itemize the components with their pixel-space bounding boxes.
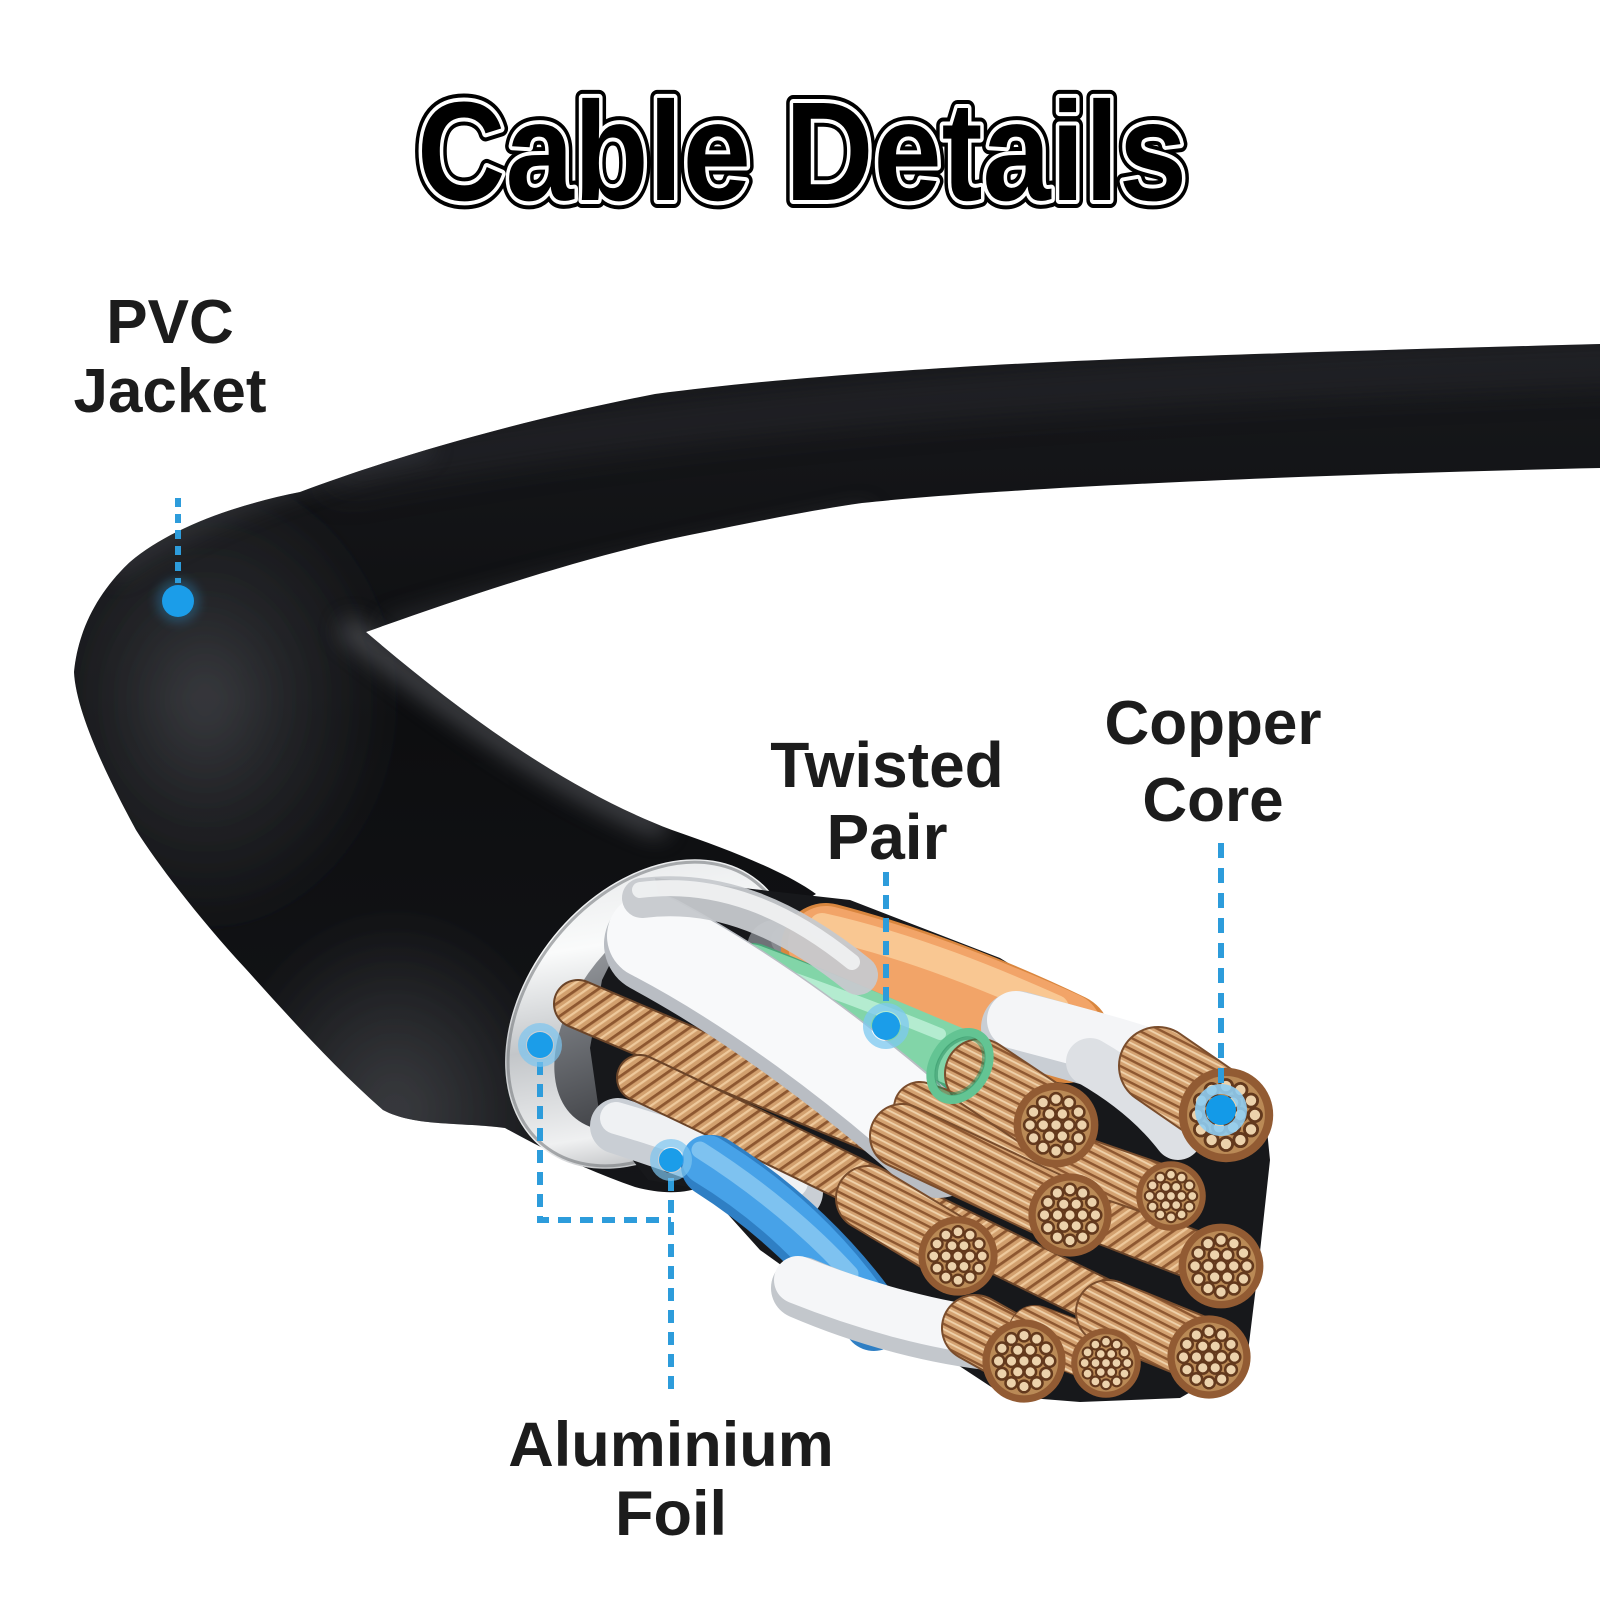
svg-text:Foil: Foil bbox=[615, 1479, 727, 1549]
svg-text:Core: Core bbox=[1142, 766, 1283, 835]
svg-text:Jacket: Jacket bbox=[73, 357, 266, 426]
svg-text:Aluminium: Aluminium bbox=[508, 1410, 834, 1480]
svg-text:Cable Details: Cable Details bbox=[417, 72, 1187, 230]
svg-text:PVC: PVC bbox=[106, 288, 233, 357]
svg-text:Cable Details: Cable Details bbox=[417, 72, 1187, 230]
svg-text:Copper: Copper bbox=[1105, 689, 1322, 758]
svg-text:Cable Details: Cable Details bbox=[417, 72, 1187, 230]
svg-text:Twisted: Twisted bbox=[770, 729, 1004, 801]
svg-text:Pair: Pair bbox=[827, 801, 948, 873]
